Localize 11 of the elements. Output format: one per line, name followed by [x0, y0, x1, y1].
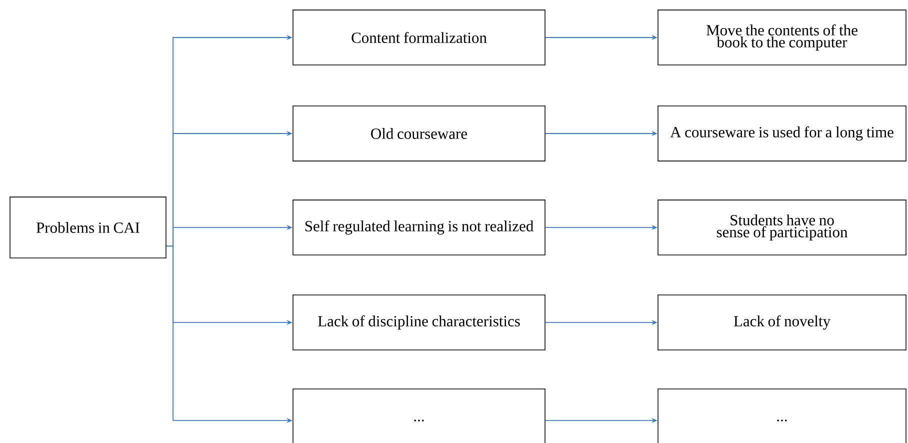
problem-box: Self regulated learning is not realized	[292, 200, 546, 256]
effect-box: Move the contents of the book to the computer	[658, 10, 906, 66]
effect-box: Lack of novelty	[658, 294, 906, 350]
problem-box: Lack of discipline characteristics	[292, 294, 546, 350]
problem-box: Old courseware	[292, 106, 546, 162]
effect-box: ...	[658, 388, 906, 443]
root-box: Problems in CAI	[10, 196, 166, 258]
problem-box: Content formalization	[292, 10, 546, 66]
effect-box: A courseware is used for a long time	[658, 106, 906, 162]
effect-box: Students have no sense of participation	[658, 200, 906, 256]
problem-box: ...	[292, 388, 546, 443]
